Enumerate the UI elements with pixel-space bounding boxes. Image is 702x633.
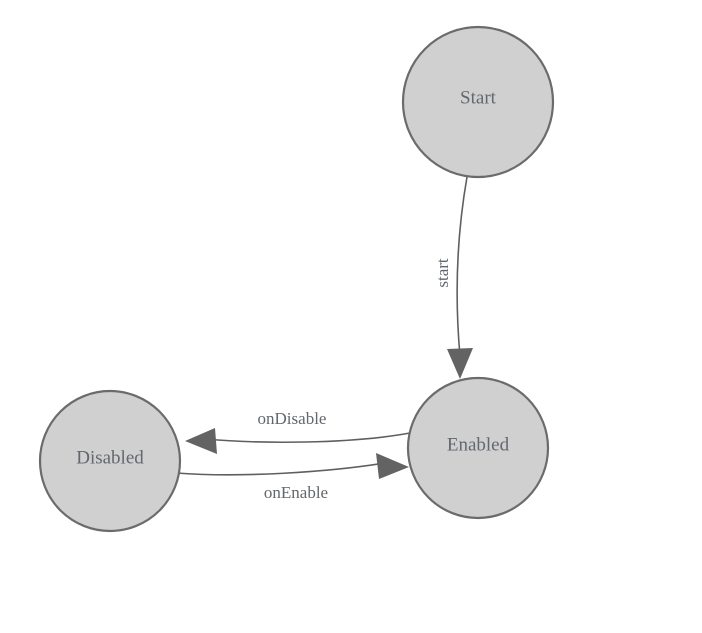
edge-label-ondisable: onDisable <box>258 409 327 428</box>
arrowhead-disabled-to-enabled <box>376 453 409 479</box>
edge-label-onenable: onEnable <box>264 483 328 502</box>
edge-start-to-enabled: start <box>433 176 473 379</box>
node-disabled[interactable]: Disabled <box>38 389 182 533</box>
arrowhead-enabled-to-disabled <box>185 428 217 454</box>
node-enabled[interactable]: Enabled <box>406 376 550 520</box>
edge-path-start-to-enabled <box>456 176 468 357</box>
edge-disabled-to-enabled: onEnable <box>175 453 409 502</box>
node-start-circle[interactable] <box>401 25 555 179</box>
edge-path-disabled-to-enabled <box>175 462 386 476</box>
node-disabled-circle[interactable] <box>38 389 182 533</box>
edge-path-enabled-to-disabled <box>205 432 411 444</box>
node-start[interactable]: Start <box>401 25 555 179</box>
arrowhead-start-to-enabled <box>447 348 473 379</box>
edge-enabled-to-disabled: onDisable <box>185 409 411 454</box>
edge-label-start: start <box>433 258 452 288</box>
node-enabled-circle[interactable] <box>406 376 550 520</box>
